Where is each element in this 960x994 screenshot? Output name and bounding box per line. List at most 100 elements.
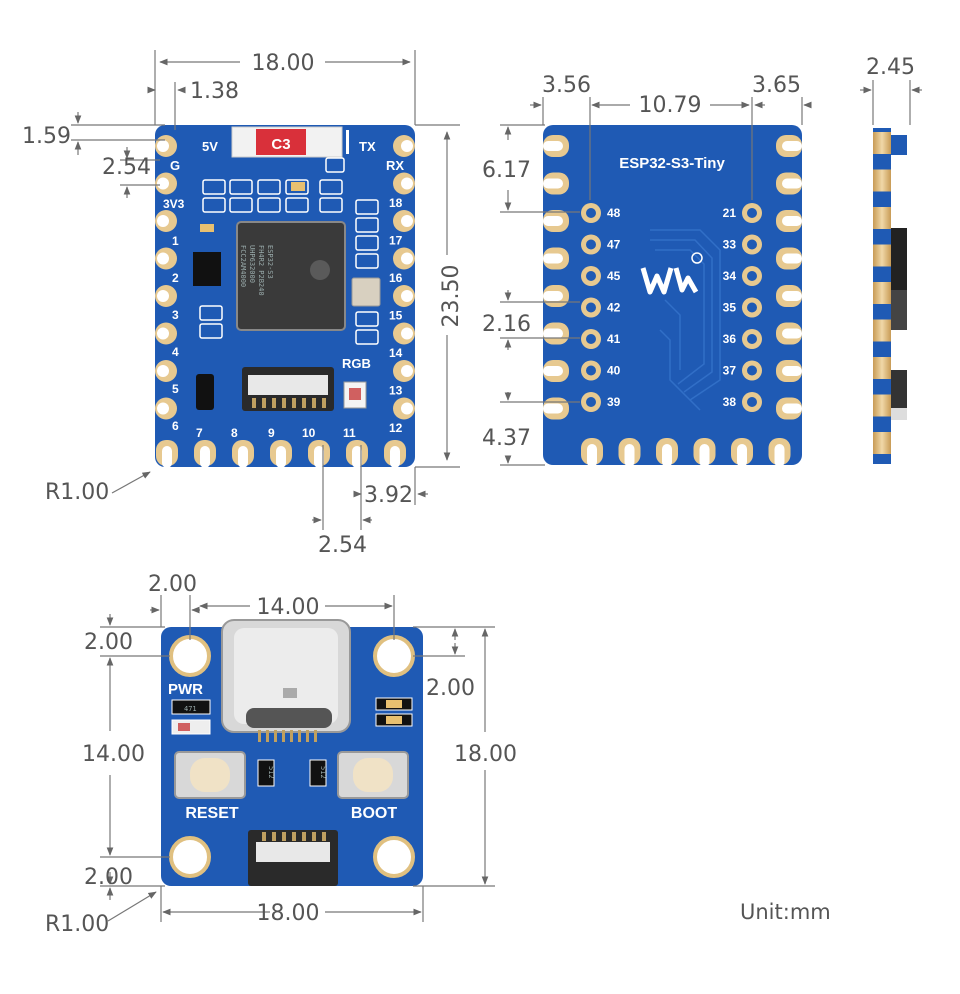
resistor-right [309,759,327,787]
pad-hole [157,140,169,152]
pad-hole [162,446,172,468]
dim-adapter-hole-spacing-y: 14.00 [82,742,145,767]
pad-hole [401,140,413,152]
front-left-pin-label: 3 [172,308,179,322]
adapter-view: PWR 471 512 512 RESET BOOT [161,619,423,886]
side-pad [873,244,891,267]
pin-hole-center [586,397,596,407]
boot-label: BOOT [351,805,397,822]
side-pad [873,169,891,192]
chip-marking-text: ESP32-S3 FH4R2 P2B240 UHP632000 FCC2AM40… [239,245,274,296]
inductor [200,224,214,232]
adapter-dimensions [100,595,495,922]
pin-hole-center [747,397,757,407]
regulator [193,252,221,286]
front-right-pin-label: 17 [389,234,403,248]
dim-adapter-hole-offset-y: 2.00 [84,630,133,655]
espressif-logo-icon [310,260,330,280]
silk-rx: RX [386,158,404,173]
side-pad [873,207,891,229]
pin-hole-center [747,302,757,313]
dim-adapter-radius: R1.00 [45,912,109,937]
resistor-right-marking: 512 [319,766,327,779]
dim-adapter-hole-spacing-x: 14.00 [257,595,320,620]
esp32-s3-chip [236,221,346,331]
back-right-pin-label: 38 [723,395,737,409]
dim-back-top-offset: 6.17 [482,158,531,183]
pad-hole [401,252,413,265]
dim-adapter-hole-offset-x: 2.00 [148,572,197,597]
silk-3v3: 3V3 [163,197,185,211]
side-pads [873,132,891,454]
silk-g: G [170,158,180,173]
front-right-pin-label: 15 [389,309,403,323]
back-right-pin-label: 36 [723,332,737,346]
reset-button [174,751,246,799]
silk-5v: 5V [202,139,218,154]
pad-hole [276,446,286,468]
back-right-pin-label: 37 [723,364,737,378]
pad-hole [157,177,169,190]
pad-hole [543,403,563,414]
front-left-pin-label: 5 [172,382,179,396]
pad-hole [238,446,248,468]
side-pad [873,319,891,342]
front-right-pin-label: 14 [389,346,403,360]
pad-hole [352,446,362,468]
c3-chip-label: C3 [271,136,290,153]
pad-hole [390,446,400,468]
front-castellated-pads [155,135,415,468]
side-component-1 [891,135,907,155]
pad-hole [782,253,802,264]
pad-hole [543,178,563,189]
back-left-pin-label: 45 [607,269,621,283]
pad-hole [401,365,413,377]
capacitor-gold [291,182,305,191]
dim-adapter-right-hole-offset: 2.00 [426,676,475,701]
front-right-pin-label: 18 [389,196,403,210]
back-board [543,125,802,465]
side-pad [873,282,891,304]
back-pin-holes [581,203,762,412]
back-right-pin-label: 33 [723,238,737,252]
pad-hole [401,177,413,190]
pwr-resistor-marking: 471 [184,705,197,713]
back-right-pin-label: 35 [723,301,737,315]
pad-hole [401,215,413,227]
pad-hole [543,216,563,226]
pad-hole [699,444,710,467]
fpc-contacts [252,398,326,408]
pad-hole [587,444,597,467]
pad-hole [157,327,169,340]
boot-button [337,751,409,799]
silk-rgb: RGB [342,356,371,371]
pad-hole [157,215,169,227]
side-component-3 [891,290,907,330]
pad-hole [737,444,747,467]
pad-hole [401,327,413,340]
pad-hole [543,141,563,151]
back-left-pin-label: 41 [607,332,621,346]
waveshare-logo-icon [640,252,703,295]
dim-front-width: 18.00 [252,51,315,76]
dim-back-left-offset: 3.56 [542,73,591,98]
dim-front-pitch-left: 2.54 [102,155,151,180]
pin-hole-center [586,208,596,218]
pin-hole-center [586,365,596,376]
pad-hole [401,402,413,415]
front-right-pin-label: 12 [389,421,403,435]
pin-hole-center [747,271,757,281]
pad-hole [157,402,169,415]
front-bottom-pin-label: 7 [196,426,203,440]
usb-c-pins [258,730,317,742]
pin-hole-center [586,239,596,250]
back-left-pin-label: 40 [607,364,621,378]
dim-front-pitch-bottom: 2.54 [318,533,367,558]
svg-text:FCC2AM4000: FCC2AM4000 [239,245,247,287]
pad-hole [157,290,169,302]
dim-front-offset-top: 1.59 [22,124,71,149]
front-right-pin-label: 13 [389,384,403,398]
silk-tx: TX [359,139,376,154]
resistor-left-marking: 512 [267,766,275,779]
